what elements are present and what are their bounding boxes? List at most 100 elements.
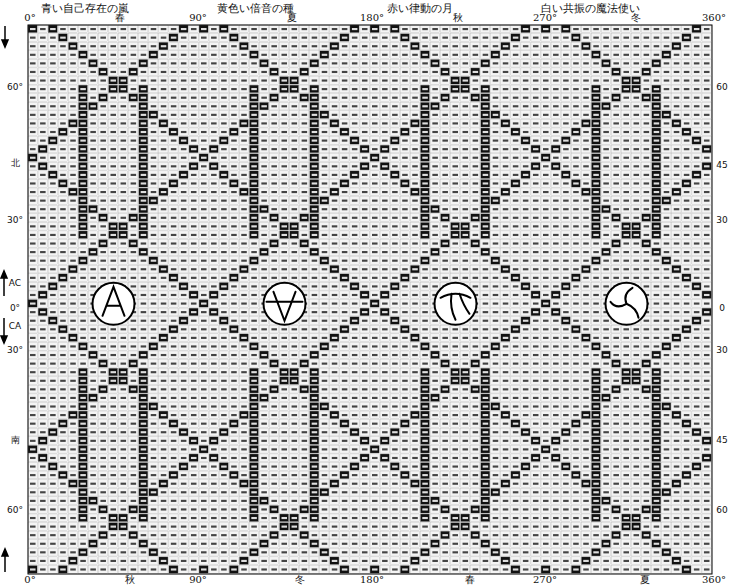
cell-mark: [684, 140, 690, 142]
cell-mark: [372, 122, 378, 124]
cell-mark: [543, 131, 549, 133]
cell-mark: [261, 131, 267, 133]
cell-mark: [30, 140, 36, 142]
cell-mark: [261, 28, 267, 30]
cell-mark: [40, 131, 46, 133]
cell-mark: [463, 62, 469, 64]
cell-mark: [302, 62, 308, 64]
cell-mark: [493, 88, 499, 90]
cell-mark: [432, 140, 438, 142]
cell-mark: [332, 131, 338, 133]
cell-mark: [634, 79, 640, 81]
cell-mark: [171, 97, 177, 99]
cell-mark: [50, 105, 56, 107]
cell-mark: [211, 54, 217, 56]
cell-mark: [533, 28, 539, 30]
cell-mark: [131, 54, 137, 56]
cell-mark: [281, 122, 287, 124]
cell-mark: [382, 140, 388, 142]
cell-mark: [563, 88, 569, 90]
cell-mark: [513, 131, 519, 133]
cell-mark: [623, 37, 629, 39]
cell-mark: [543, 105, 549, 107]
cell-mark: [30, 105, 36, 107]
cell-mark: [121, 45, 127, 47]
cell-mark: [151, 105, 157, 107]
cell-mark: [483, 148, 489, 150]
cell-mark: [121, 54, 127, 56]
cell-mark: [402, 62, 408, 64]
cell-mark: [563, 62, 569, 64]
cell-mark: [432, 45, 438, 47]
cell-mark: [593, 54, 599, 56]
cell-mark: [654, 88, 660, 90]
cell-mark: [654, 54, 660, 56]
cell-mark: [261, 122, 267, 124]
cell-mark: [181, 79, 187, 81]
cell-mark: [704, 37, 710, 39]
cell-mark: [372, 114, 378, 116]
cell-mark: [100, 54, 106, 56]
cell-mark: [251, 114, 257, 116]
cell-mark: [171, 79, 177, 81]
cell-mark: [191, 148, 197, 150]
cell-mark: [543, 140, 549, 142]
cell-mark: [543, 37, 549, 39]
cell-mark: [613, 105, 619, 107]
cell-mark: [634, 62, 640, 64]
cell-mark: [654, 114, 660, 116]
cell-mark: [473, 62, 479, 64]
cell-mark: [553, 114, 559, 116]
cell-mark: [211, 88, 217, 90]
cell-mark: [322, 114, 328, 116]
cell-mark: [674, 37, 680, 39]
cell-mark: [342, 140, 348, 142]
cell-mark: [271, 148, 277, 150]
cell-mark: [634, 54, 640, 56]
cell-mark: [412, 71, 418, 73]
cell-mark: [593, 131, 599, 133]
cell-mark: [50, 62, 56, 64]
cell-mark: [151, 79, 157, 81]
cell-mark: [634, 97, 640, 99]
cell-mark: [151, 114, 157, 116]
cell-mark: [442, 97, 448, 99]
cell-mark: [90, 122, 96, 124]
cell-mark: [382, 105, 388, 107]
cell-mark: [483, 45, 489, 47]
cell-mark: [563, 97, 569, 99]
cell-mark: [644, 71, 650, 73]
cell-mark: [40, 148, 46, 150]
cell-mark: [473, 148, 479, 150]
cell-mark: [322, 79, 328, 81]
cell-mark: [191, 105, 197, 107]
cell-mark: [342, 131, 348, 133]
cell-mark: [231, 105, 237, 107]
cell-mark: [342, 97, 348, 99]
cell-mark: [90, 114, 96, 116]
cell-mark: [674, 131, 680, 133]
cell-mark: [141, 105, 147, 107]
cell-mark: [432, 97, 438, 99]
cell-mark: [191, 79, 197, 81]
cell-mark: [503, 105, 509, 107]
cell-mark: [704, 105, 710, 107]
cell-mark: [523, 37, 529, 39]
cell-mark: [171, 140, 177, 142]
cell-mark: [563, 122, 569, 124]
cell-mark: [583, 62, 589, 64]
cell-mark: [121, 37, 127, 39]
cell-mark: [553, 28, 559, 30]
cell-mark: [674, 71, 680, 73]
cell-mark: [563, 140, 569, 142]
cell-mark: [302, 71, 308, 73]
cell-mark: [613, 88, 619, 90]
cell-mark: [231, 97, 237, 99]
cell-mark: [271, 88, 277, 90]
cell-mark: [251, 97, 257, 99]
cell-mark: [674, 140, 680, 142]
cell-mark: [322, 71, 328, 73]
cell-mark: [251, 148, 257, 150]
cell-mark: [422, 62, 428, 64]
cell-mark: [281, 140, 287, 142]
